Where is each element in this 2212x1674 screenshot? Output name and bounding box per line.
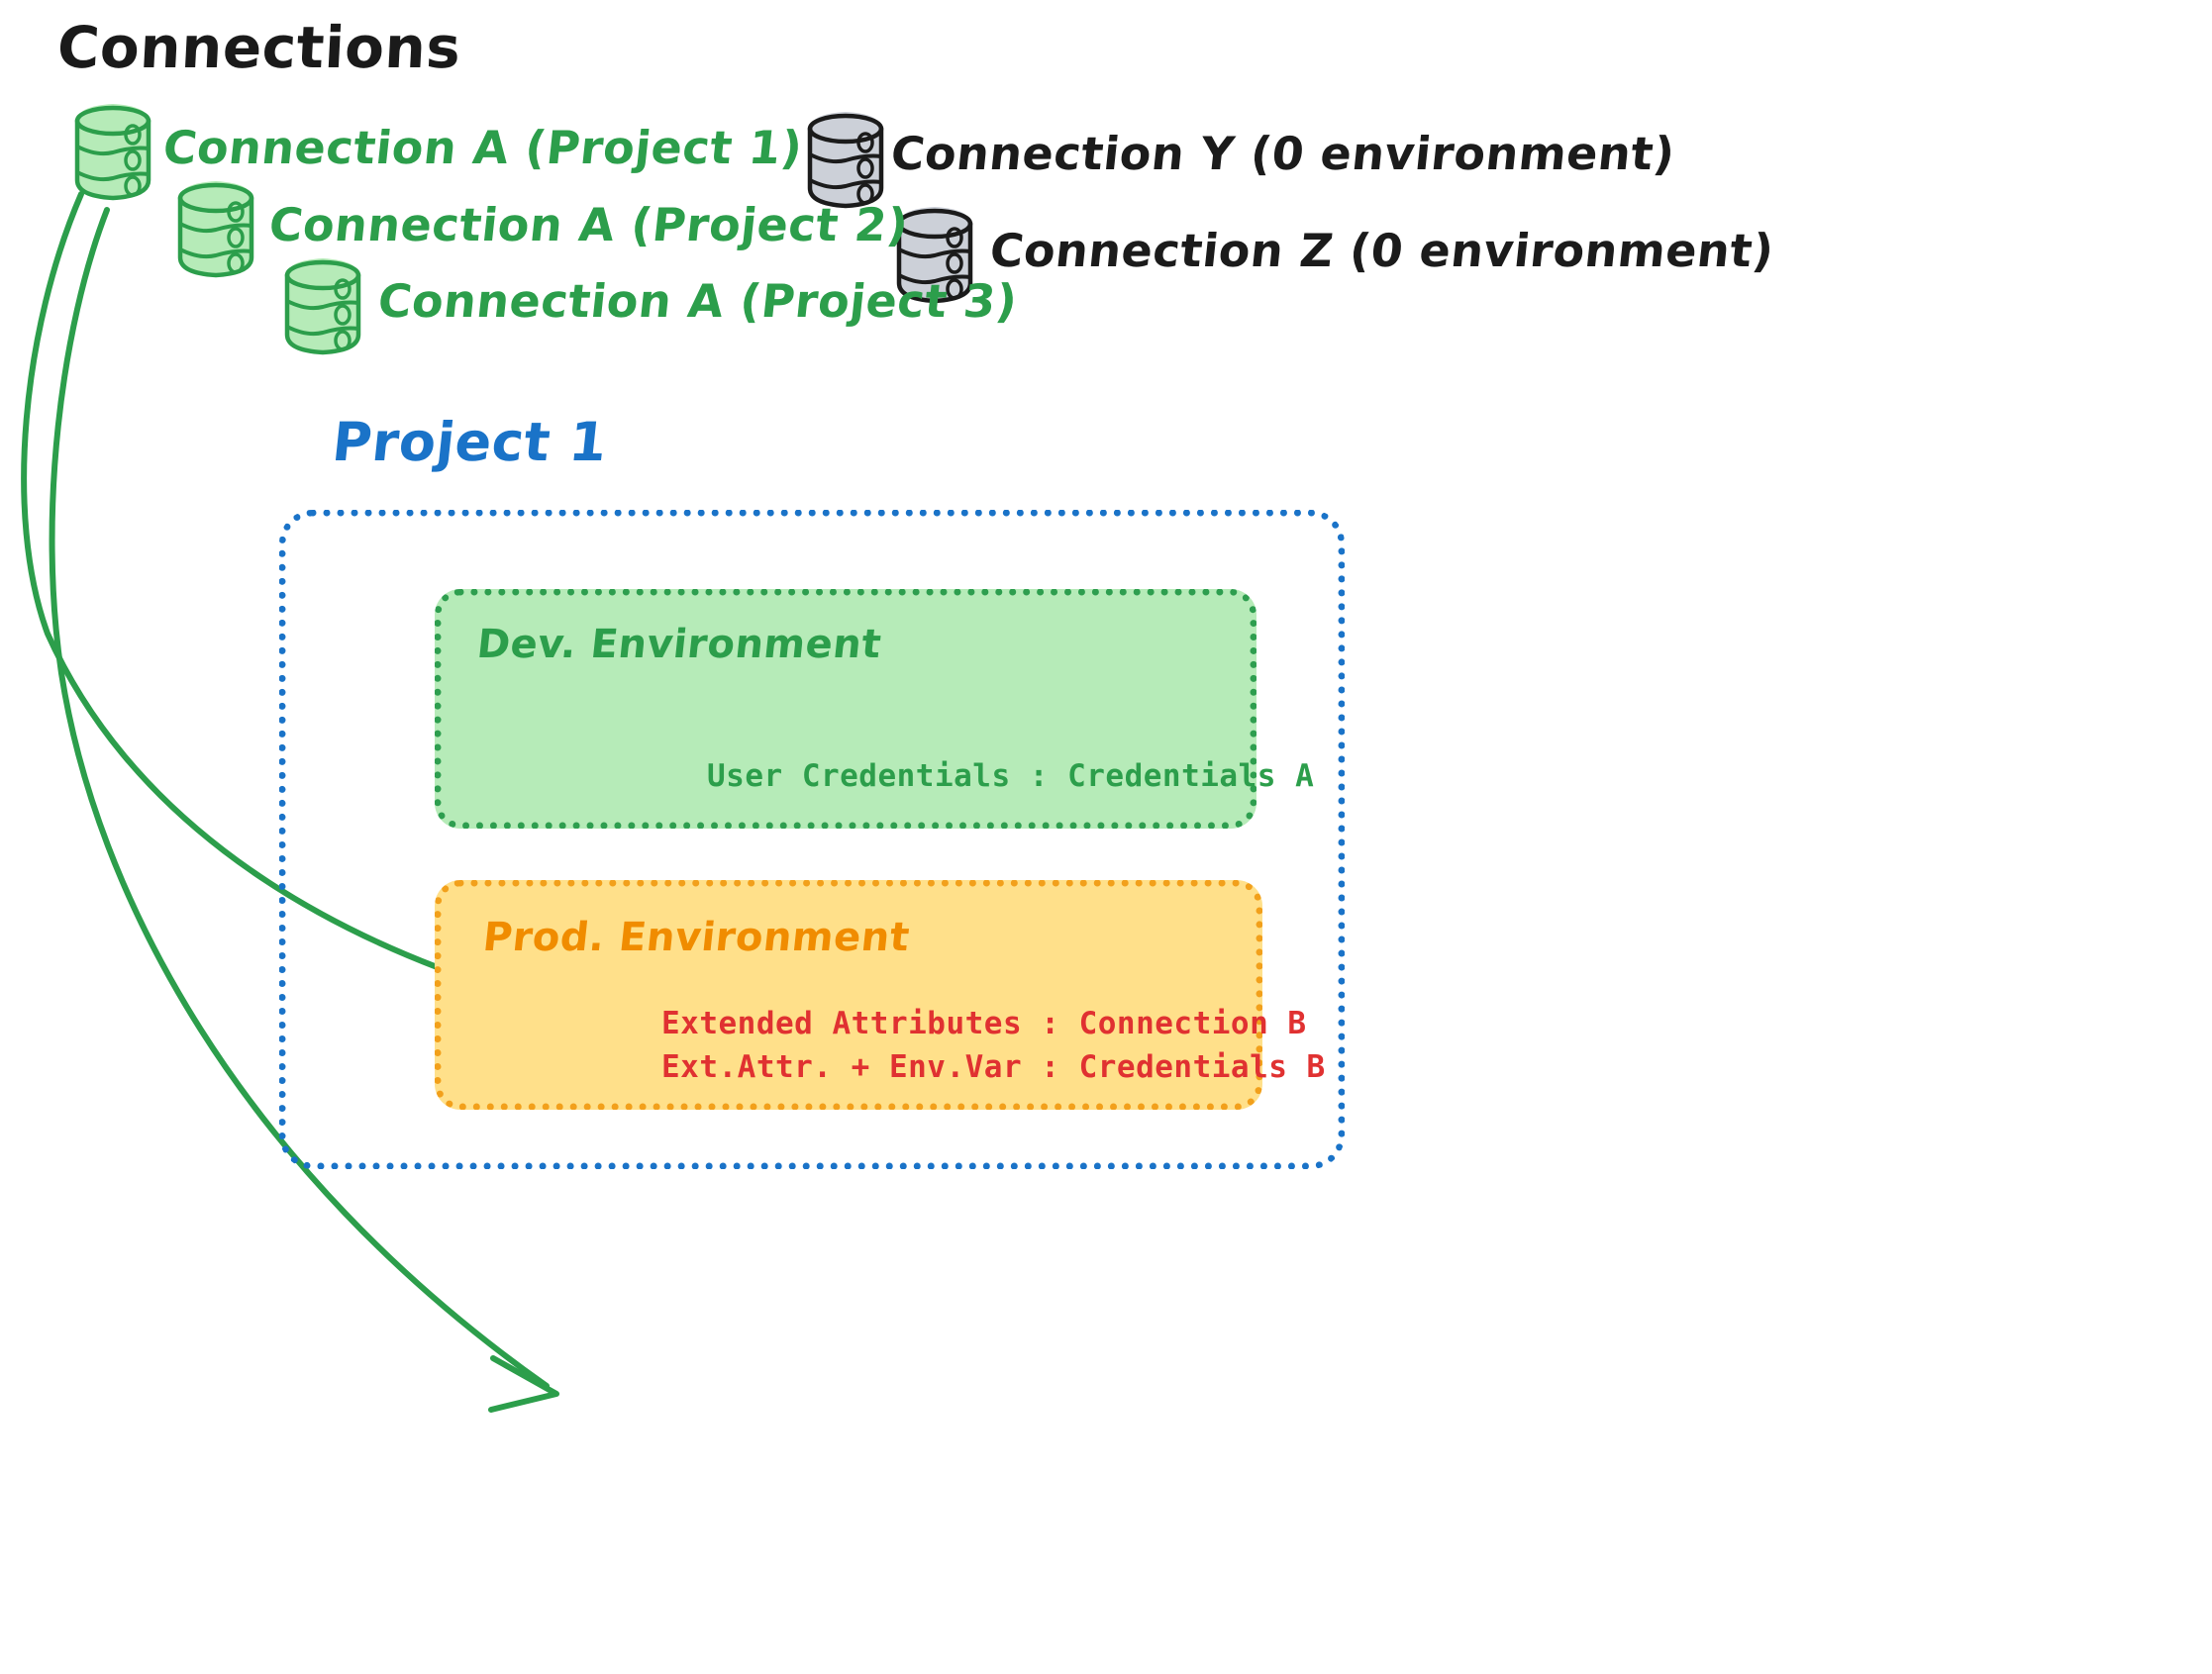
environment-title-dev: Dev. Environment: [474, 622, 884, 667]
database-icon-connection-a-project-1: [74, 104, 151, 201]
environment-title-prod: Prod. Environment: [480, 915, 912, 960]
connection-label-a-project-2: Connection A (Project 2): [266, 198, 912, 251]
environment-line-prod-1: Ext.Attr. + Env.Var : Credentials B: [661, 1049, 1326, 1085]
database-icon-connection-y: [807, 112, 884, 209]
database-icon-connection-a-project-2: [177, 181, 254, 278]
environment-line-prod-0: Extended Attributes : Connection B: [661, 1006, 1307, 1041]
project-container: Dev. Environment User Credentials : Cred…: [279, 510, 1345, 1169]
project-title: Project 1: [329, 411, 611, 473]
environment-line-dev-0: User Credentials : Credentials A: [707, 758, 1315, 794]
page-title: Connections: [55, 14, 463, 81]
database-icon-connection-a-project-3: [284, 258, 361, 355]
environment-box-dev: Dev. Environment User Credentials : Cred…: [435, 589, 1314, 829]
connection-label-y: Connection Y (0 environment): [888, 127, 1678, 180]
connection-label-z: Connection Z (0 environment): [987, 224, 1777, 277]
connection-label-a-project-3: Connection A (Project 3): [375, 274, 1021, 328]
connection-label-a-project-1: Connection A (Project 1): [160, 121, 806, 174]
environment-box-prod: Prod. Environment Extended Attributes : …: [435, 880, 1325, 1110]
